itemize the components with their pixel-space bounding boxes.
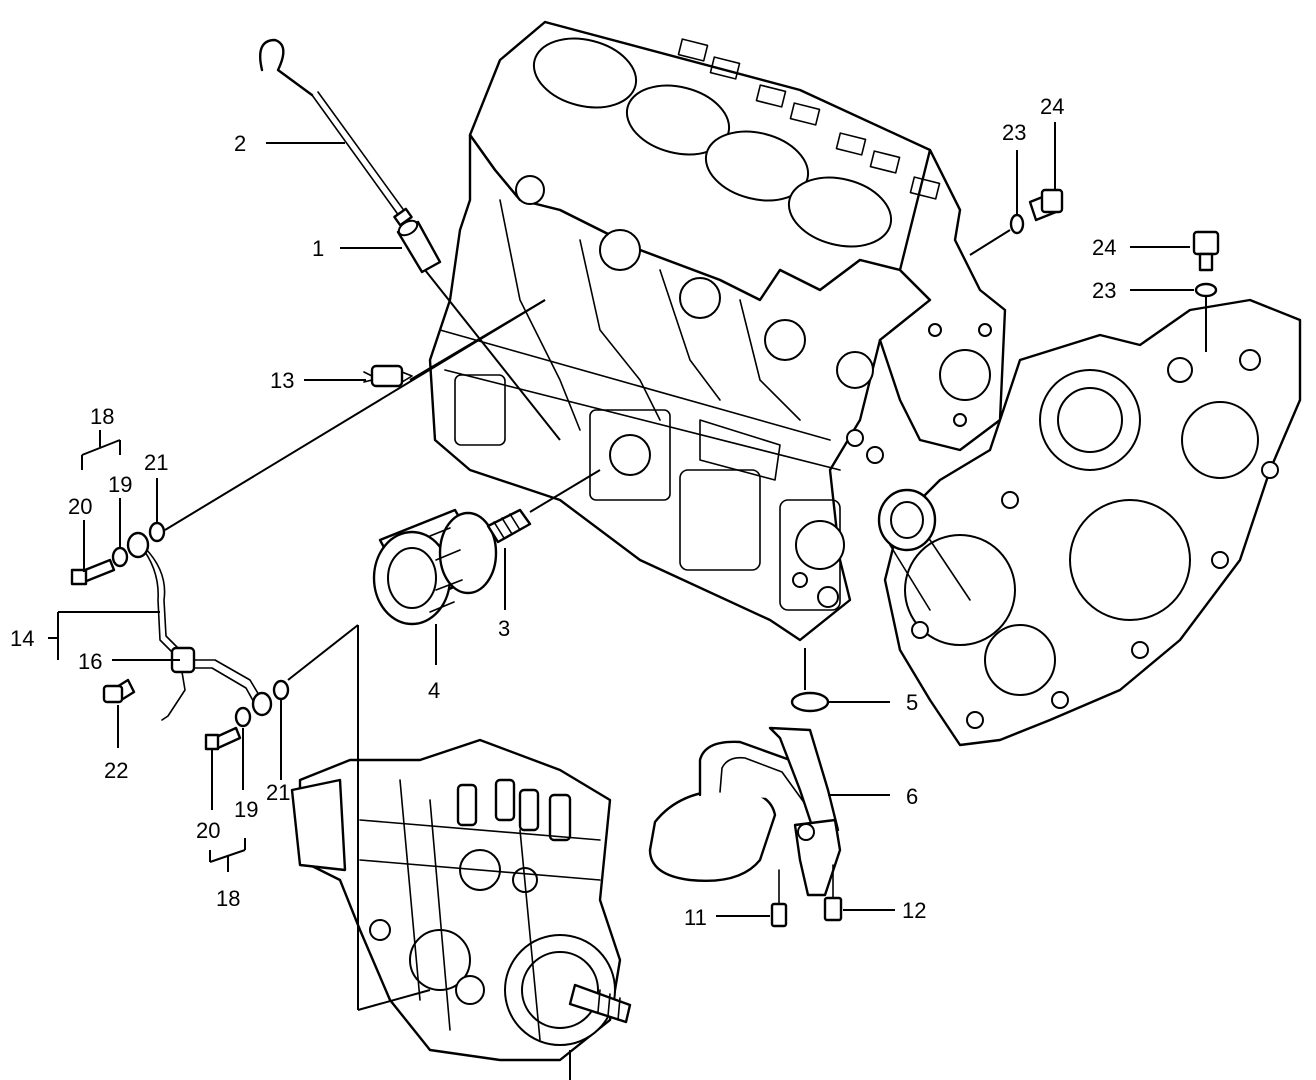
dipstick (258, 38, 413, 227)
callout-2: 2 (234, 131, 246, 156)
callout-23-top: 23 (1002, 120, 1026, 145)
callout-6: 6 (906, 784, 918, 809)
callout-1: 1 (312, 236, 324, 261)
callout-14: 14 (10, 626, 34, 651)
callout-24-top: 24 (1040, 94, 1064, 119)
fuel-injection-pump (290, 738, 632, 1062)
oil-pressure-switch (363, 364, 413, 388)
fasteners-right (1009, 188, 1220, 298)
callout-18-bottom: 18 (216, 886, 240, 911)
oil-pipe-assembly (126, 531, 273, 721)
callout-4: 4 (428, 678, 440, 703)
callout-19-bottom: 19 (234, 797, 258, 822)
callout-24-right: 24 (1092, 235, 1116, 260)
callout-3: 3 (498, 616, 510, 641)
filter-stud (486, 508, 532, 544)
fasteners-left (70, 521, 290, 751)
callout-20-top: 20 (68, 494, 92, 519)
callout-18-top: 18 (90, 404, 114, 429)
dipstick-guide (396, 219, 442, 274)
leader-lines (48, 122, 1207, 1080)
callout-11: 11 (684, 905, 707, 930)
callout-5: 5 (906, 690, 918, 715)
callout-16: 16 (78, 649, 102, 674)
callout-12: 12 (902, 898, 926, 923)
oil-filter (372, 508, 498, 626)
callout-21-top: 21 (144, 450, 168, 475)
gear-case (877, 298, 1302, 747)
cylinder-block (428, 20, 1007, 642)
callout-23-right: 23 (1092, 278, 1116, 303)
callout-22: 22 (104, 758, 128, 783)
callout-13: 13 (270, 368, 294, 393)
callout-20-bottom: 20 (196, 818, 220, 843)
callout-19-top: 19 (108, 472, 132, 497)
oil-strainer (648, 691, 843, 928)
callout-21-bottom: 21 (266, 780, 290, 805)
callout-labels: 1 2 3 4 5 6 11 12 13 14 16 18 18 19 19 2… (10, 94, 1116, 930)
